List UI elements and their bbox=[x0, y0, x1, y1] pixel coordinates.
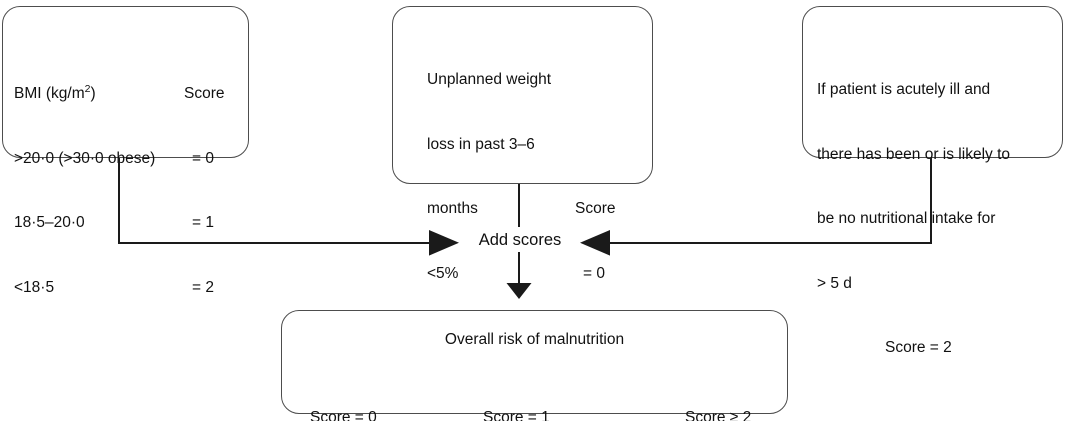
box-bmi-header-row: BMI (kg/m2) Score bbox=[14, 83, 240, 105]
arrowhead-add-scores-to-overall-risk bbox=[506, 283, 532, 299]
overall-risk-column-score: Score = 1 bbox=[483, 409, 550, 421]
box-acute-illness-line: If patient is acutely ill and bbox=[817, 81, 991, 98]
overall-risk-column: Score = 0 Low risk bbox=[310, 364, 377, 421]
box-weight-loss-row-score: = 0 bbox=[583, 264, 605, 282]
overall-risk-column: Score = 1 Medium risk bbox=[483, 364, 567, 421]
connector-add-scores-vertical bbox=[517, 252, 521, 286]
box-acute-illness-text: If patient is acutely ill and there has … bbox=[817, 36, 1053, 402]
connector-acute-vertical bbox=[929, 158, 933, 244]
box-weight-loss bbox=[392, 6, 653, 184]
arrowhead-left-to-add-scores bbox=[429, 230, 459, 256]
box-bmi-header-superscript: 2 bbox=[84, 82, 91, 95]
box-bmi-row-score: = 0 bbox=[192, 149, 214, 167]
connector-acute-horizontal bbox=[596, 241, 932, 245]
overall-risk-column: Score ≥ 2 High risk bbox=[685, 364, 751, 421]
box-acute-illness-line: there has been or is likely to bbox=[817, 145, 1010, 163]
box-bmi-row-score: = 2 bbox=[192, 278, 214, 296]
arrowhead-right-to-add-scores bbox=[580, 230, 610, 256]
connector-bmi-horizontal bbox=[117, 241, 444, 245]
add-scores-label: Add scores bbox=[478, 231, 562, 249]
connector-bmi-vertical bbox=[117, 158, 121, 244]
overall-risk-column-score: Score = 0 bbox=[310, 409, 377, 421]
box-weight-loss-title-line: Unplanned weight bbox=[427, 71, 552, 88]
box-bmi-header-label-close: ) bbox=[90, 85, 96, 102]
box-acute-illness bbox=[802, 6, 1063, 158]
box-bmi bbox=[2, 6, 249, 158]
box-acute-illness-score: Score = 2 bbox=[885, 339, 952, 356]
box-bmi-row-score: = 1 bbox=[192, 214, 214, 231]
box-bmi-header-score: Score bbox=[184, 85, 225, 102]
box-bmi-header-label: BMI (kg/m bbox=[14, 85, 85, 102]
box-bmi-row-label: <18·5 bbox=[14, 278, 55, 296]
box-weight-loss-title-line: loss in past 3–6 bbox=[427, 135, 535, 153]
box-acute-illness-line: > 5 d bbox=[817, 274, 852, 292]
box-bmi-row: 18·5–20·0 = 1 bbox=[14, 212, 240, 234]
box-bmi-text: BMI (kg/m2)Score >20·0 (>30·0 obese)= 0 … bbox=[14, 40, 240, 341]
box-bmi-row-label: 18·5–20·0 bbox=[14, 214, 85, 231]
connector-weight-loss-vertical bbox=[517, 184, 521, 227]
box-weight-loss-row-label: <5% bbox=[427, 264, 459, 282]
box-bmi-row: >20·0 (>30·0 obese) = 0 bbox=[14, 148, 240, 170]
box-overall-risk bbox=[281, 310, 788, 414]
box-weight-loss-header-label: months bbox=[427, 200, 478, 217]
overall-risk-title: Overall risk of malnutrition bbox=[444, 331, 625, 348]
box-acute-illness-line: be no nutritional intake for bbox=[817, 210, 996, 227]
box-weight-loss-header-row: months Score bbox=[427, 198, 639, 220]
box-bmi-row: <18·5 = 2 bbox=[14, 277, 240, 299]
box-weight-loss-header-score: Score bbox=[575, 200, 616, 217]
box-bmi-row-label: >20·0 (>30·0 obese) bbox=[14, 149, 156, 167]
overall-risk-column-score: Score ≥ 2 bbox=[685, 409, 752, 421]
box-weight-loss-row: <5% = 0 bbox=[427, 263, 639, 285]
